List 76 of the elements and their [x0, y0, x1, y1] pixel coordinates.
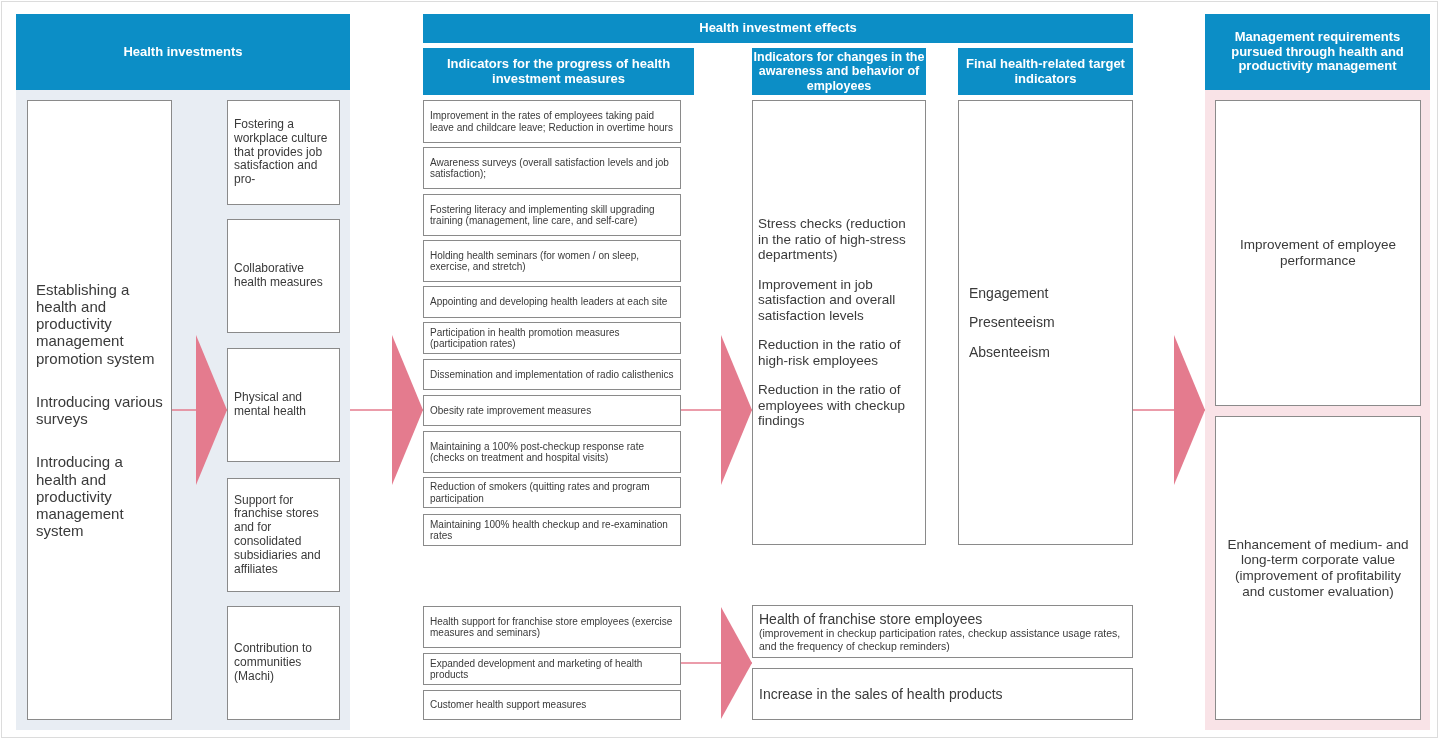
box-text: Awareness surveys (overall satisfaction levels and job satisfaction);: [430, 156, 670, 180]
box-text: Introducing a health and productivity management system: [36, 453, 125, 540]
box-text: Establishing a health and productivity management promotion system: [36, 280, 156, 367]
box-text: (improvement in checkup participation rates, checkup assistance usage rates, and the frequency of checkup reminders): [759, 627, 1122, 652]
box-text: Health support for franchise store employees (exercise measures and seminars): [430, 615, 674, 639]
chevron-arrow: [680, 607, 753, 719]
text-box: [227, 478, 340, 592]
box-text: Maintaining a 100% post-checkup response rate (checks on treatment and hospital visits): [430, 440, 646, 464]
chevron-arrow: [171, 335, 228, 485]
box-text: Introducing various surveys: [36, 392, 163, 428]
text-box: [752, 100, 926, 545]
text-box: [227, 606, 340, 720]
box-text: Fostering literacy and implementing skill upgrading training (management, line care, and self-care): [430, 203, 656, 227]
text-box: [423, 286, 681, 318]
box-text: Absenteeism: [969, 343, 1051, 360]
box-text: Participation in health promotion measures (participation rates): [430, 326, 621, 350]
text-box: [423, 100, 681, 143]
text-box: [752, 668, 1133, 720]
text-box: [1215, 100, 1421, 406]
box-text: Reduction in the ratio of high-risk employees: [758, 337, 902, 369]
box-text: Presenteeism: [969, 314, 1056, 331]
header-text: Indicators for changes in the awareness and behavior of employees: [752, 49, 926, 94]
text-box: [958, 100, 1133, 545]
text-box: [227, 348, 340, 462]
text-box: [227, 219, 340, 333]
box-text: Increase in the sales of health products: [759, 685, 1004, 703]
box-text: Obesity rate improvement measures: [430, 404, 593, 417]
text-box: [423, 194, 681, 236]
text-box: [423, 477, 681, 508]
text-box: [423, 240, 681, 282]
text-box: [423, 359, 681, 390]
box-text: Collaborative health measures: [234, 262, 324, 290]
header-text: Health investments: [123, 44, 243, 60]
header-text: Final health-related target indicators: [965, 56, 1126, 87]
box-text: Improvement in the rates of employees taking paid leave and childcare leave; Reduction in overtime hours: [430, 110, 674, 133]
header-text: Health investment effects: [699, 21, 857, 36]
chevron-arrow: [680, 335, 753, 485]
box-text: Support for franchise stores and for consolidated subsidiaries and affiliates: [234, 493, 322, 577]
box-text: Health of franchise store employees: [759, 611, 984, 628]
box-text: Appointing and developing health leaders at each site: [430, 296, 669, 308]
text-box: [423, 431, 681, 473]
text-box: [423, 653, 681, 685]
column-panel: [16, 14, 350, 730]
box-text: Reduction in the ratio of employees with checkup findings: [758, 382, 907, 429]
text-box: [423, 690, 681, 720]
text-box: [423, 514, 681, 546]
box-text: Improvement of employee performance: [1238, 237, 1398, 269]
text-box: [227, 100, 340, 205]
text-box: [423, 147, 681, 189]
text-box: [1215, 416, 1421, 720]
box-text: Improvement in job satisfaction and overall satisfaction levels: [758, 276, 897, 324]
box-text: Customer health support measures: [430, 699, 588, 711]
text-box: [27, 100, 172, 720]
header-band: [423, 14, 1133, 43]
text-box: [423, 606, 681, 648]
box-text: Enhancement of medium- and long-term corporate value (improvement of profitability and customer evaluation): [1226, 536, 1410, 600]
box-text: Dissemination and implementation of radio calisthenics: [430, 368, 674, 381]
box-text: Holding health seminars (for women / on sleep, exercise, and stretch): [430, 249, 640, 273]
header-band: [423, 48, 694, 95]
header-text: Indicators for the progress of health investment measures: [445, 56, 672, 87]
chevron-arrow: [1132, 335, 1206, 485]
box-text: Engagement: [969, 285, 1050, 302]
box-text: Contribution to communities (Machi): [234, 642, 314, 684]
header-band: [958, 48, 1133, 95]
box-text: Fostering a workplace culture that provides job satisfaction and pro-: [234, 118, 329, 187]
text-box: [752, 605, 1133, 658]
box-text: Stress checks (reduction in the ratio of high-stress departments): [758, 216, 907, 263]
header-text: Management requirements pursued through health and productivity management: [1230, 29, 1405, 75]
column-panel: [1205, 14, 1430, 730]
box-text: Expanded development and marketing of health products: [430, 657, 644, 681]
box-text: Reduction of smokers (quitting rates and program participation: [430, 481, 651, 504]
chevron-arrow: [349, 335, 424, 485]
text-box: [423, 322, 681, 354]
box-text: Maintaining 100% health checkup and re-examination rates: [430, 518, 669, 542]
box-text: Physical and mental health: [234, 391, 308, 419]
text-box: [423, 395, 681, 426]
